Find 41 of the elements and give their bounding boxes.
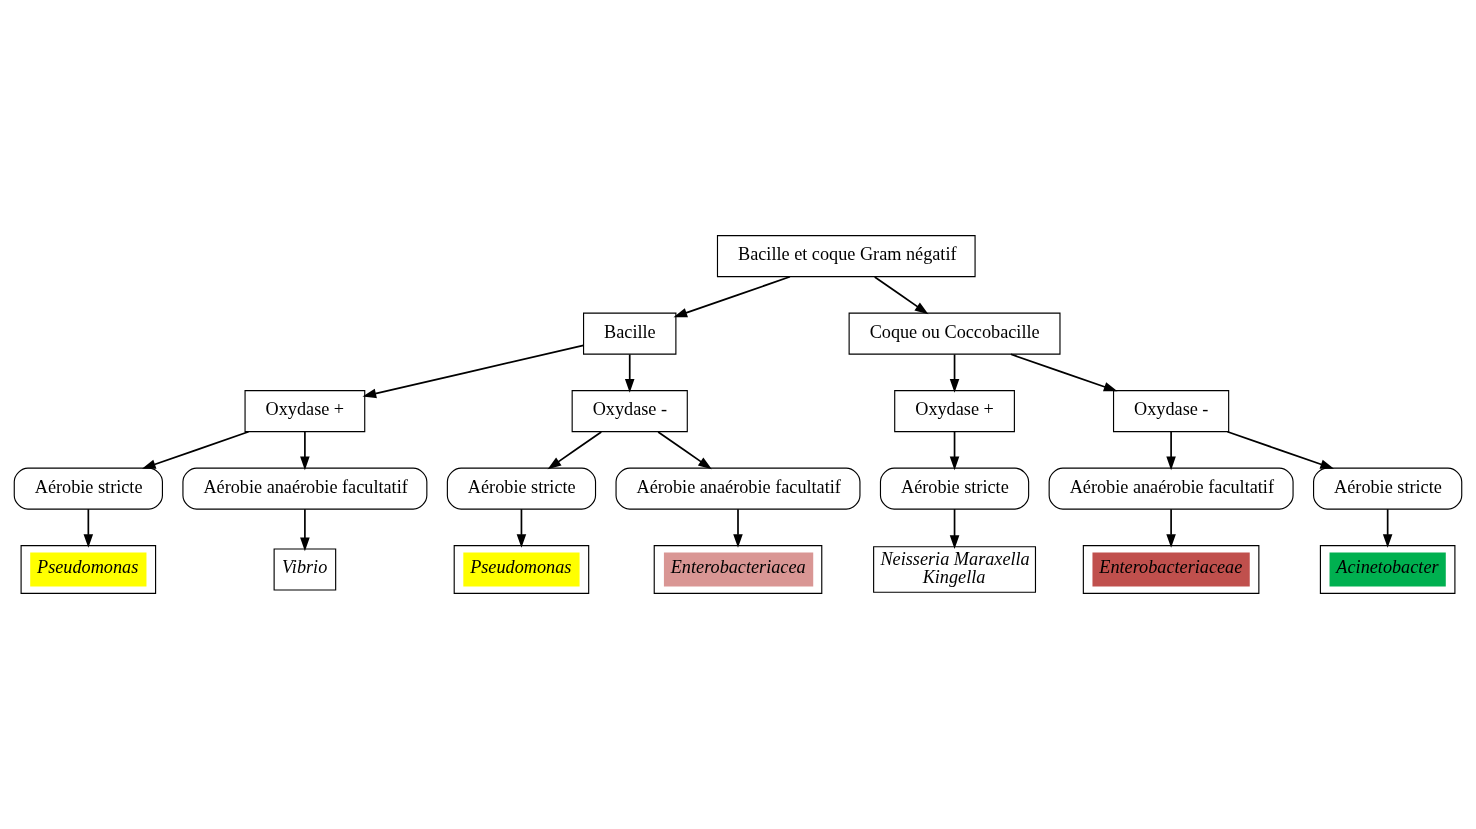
arrow — [873, 276, 929, 315]
node-box: Pseudomonas — [453, 545, 590, 594]
node-box: Oxydase - — [1113, 390, 1230, 433]
node-box: Aérobie anaérobie facultatif — [1048, 467, 1294, 510]
node-box: Aérobie stricte — [13, 467, 163, 510]
node-box: Neisseria Maraxella Kingella — [873, 546, 1037, 593]
arrow — [141, 430, 250, 469]
arrow — [673, 275, 791, 318]
node-box: Aérobie stricte — [1313, 467, 1463, 510]
node-box: Vibrio — [273, 548, 337, 591]
arrow — [949, 353, 960, 393]
arrow — [300, 508, 310, 552]
arrow — [83, 508, 94, 548]
arrow — [1010, 353, 1118, 392]
arrow — [1166, 508, 1176, 548]
node-box: Aérobie stricte — [879, 467, 1030, 510]
node-box: Pseudomonas — [20, 545, 157, 594]
node-box: Enterobacteriacea — [653, 545, 823, 594]
arrow — [624, 353, 635, 393]
arrow — [1166, 431, 1176, 471]
arrow — [733, 508, 743, 548]
node-box: Aérobie stricte — [446, 467, 597, 510]
node-box: Bacille — [583, 312, 677, 355]
node-box: Oxydase + — [894, 390, 1015, 433]
arrow — [547, 431, 603, 470]
node-box: Enterobacteriaceae — [1082, 545, 1260, 594]
arrow — [657, 431, 712, 470]
arrow — [949, 508, 960, 549]
node-box: Acinetobacter — [1319, 545, 1456, 594]
node-box: Oxydase - — [571, 390, 688, 433]
node-box: Oxydase + — [244, 390, 366, 433]
arrow — [949, 431, 960, 471]
node-box: Aérobie anaérobie facultatif — [182, 467, 428, 510]
arrow — [1382, 508, 1393, 548]
node-box: Bacille et coque Gram négatif — [716, 235, 976, 278]
arrow — [362, 344, 585, 399]
arrow — [516, 508, 527, 548]
node-box: Coque ou Coccobacille — [848, 312, 1061, 355]
arrow — [1226, 430, 1335, 469]
node-box: Aérobie anaérobie facultatif — [615, 467, 861, 510]
arrow — [300, 431, 310, 471]
